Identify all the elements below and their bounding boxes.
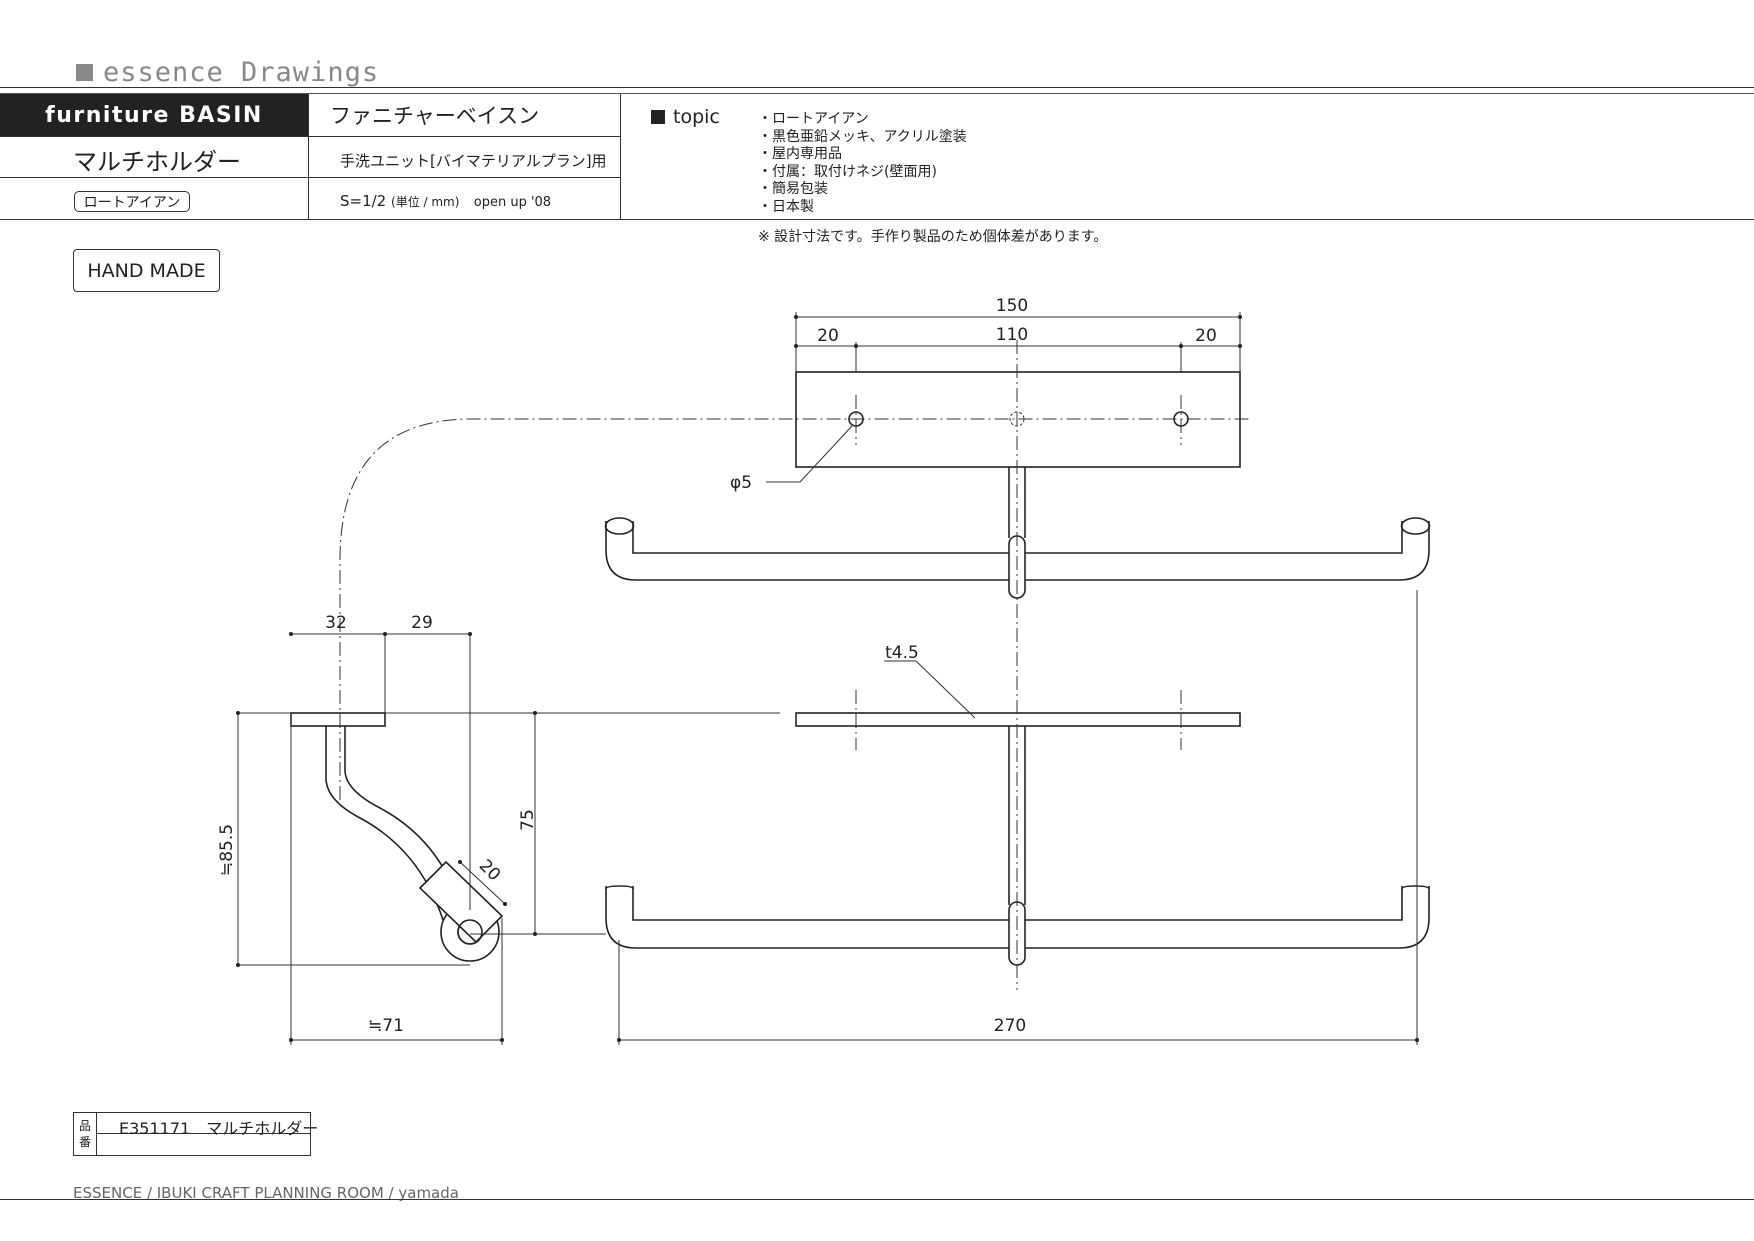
- part-label-top: 品: [78, 1119, 91, 1133]
- dim-top-right: 20: [1195, 326, 1217, 346]
- topic-item: ・ロートアイアン: [758, 111, 869, 127]
- side-plate: [290, 712, 386, 727]
- dim-side-a: 32: [325, 613, 347, 633]
- bar-cap-right: [1400, 517, 1431, 535]
- topic-list: ・ロートアイアン ・黒色亜鉛メッキ、アクリル塗装 ・屋内専用品 ・付属：取付けネ…: [758, 111, 967, 216]
- dim-side-width: ≒71: [368, 1016, 404, 1036]
- brand-title: essence Drawings: [103, 56, 380, 88]
- top-rule-thin: [0, 93, 1754, 94]
- hand-made-badge: HAND MADE: [73, 249, 220, 292]
- category-title: furniture BASIN: [0, 94, 308, 136]
- topic-item: ・日本製: [758, 198, 814, 215]
- category-title-jp: ファニチャーベイスン: [330, 104, 540, 128]
- part-number-code: E351171 マルチホルダー: [119, 1119, 319, 1138]
- part-number-divider: [96, 1133, 310, 1134]
- top-rule: [0, 87, 1754, 88]
- side-pipe-end: [418, 860, 504, 944]
- bottom-rule: [0, 1199, 1754, 1200]
- scale-suffix: open up '08: [473, 195, 552, 210]
- dim-side-b: 29: [411, 613, 433, 633]
- topic-item: ・付属：取付けネジ(壁面用): [758, 163, 937, 180]
- part-number-label: 品 番: [74, 1113, 97, 1155]
- plate-section: [795, 712, 1241, 727]
- dim-top-center: 110: [996, 325, 1028, 345]
- footer-credit: ESSENCE / IBUKI CRAFT PLANNING ROOM / ya…: [73, 1184, 459, 1202]
- design-note: ※ 設計寸法です。手作り製品のため個体差があります。: [758, 229, 1108, 245]
- unit-note: 手洗ユニット[バイマテリアルプラン]用: [340, 152, 607, 170]
- material-badge: ロートアイアン: [74, 191, 190, 212]
- dim-side-height: ≒85.5: [217, 824, 237, 876]
- dim-side-pipe: 20: [475, 856, 504, 885]
- scale-note: S=1/2 (単位 / mm) open up '08: [340, 192, 551, 210]
- part-number-box: 品 番 E351171 マルチホルダー: [73, 1112, 318, 1156]
- brand-header: essence Drawings: [76, 56, 379, 88]
- part-label-bottom: 番: [78, 1135, 91, 1149]
- product-name: マルチホルダー: [73, 148, 241, 176]
- bar-cap-left: [604, 517, 635, 535]
- topic-heading: topic: [651, 106, 720, 128]
- scale-prefix: S=1/2: [340, 192, 387, 210]
- brand-square-icon: [76, 63, 93, 81]
- dim-front-width: 270: [994, 1016, 1026, 1036]
- topic-item: ・黒色亜鉛メッキ、アクリル塗装: [758, 128, 967, 145]
- dim-top-left: 20: [817, 326, 839, 346]
- scale-unit: (単位 / mm): [391, 195, 460, 209]
- dim-top-total: 150: [996, 296, 1028, 316]
- dim-side-inner-height: 75: [518, 809, 538, 831]
- topic-item: ・簡易包装: [758, 181, 828, 197]
- dim-hole: φ5: [730, 473, 752, 493]
- dim-thickness: t4.5: [885, 643, 919, 663]
- topic-item: ・屋内専用品: [758, 146, 842, 162]
- topic-square-icon: [651, 110, 665, 124]
- topic-label: topic: [673, 106, 720, 128]
